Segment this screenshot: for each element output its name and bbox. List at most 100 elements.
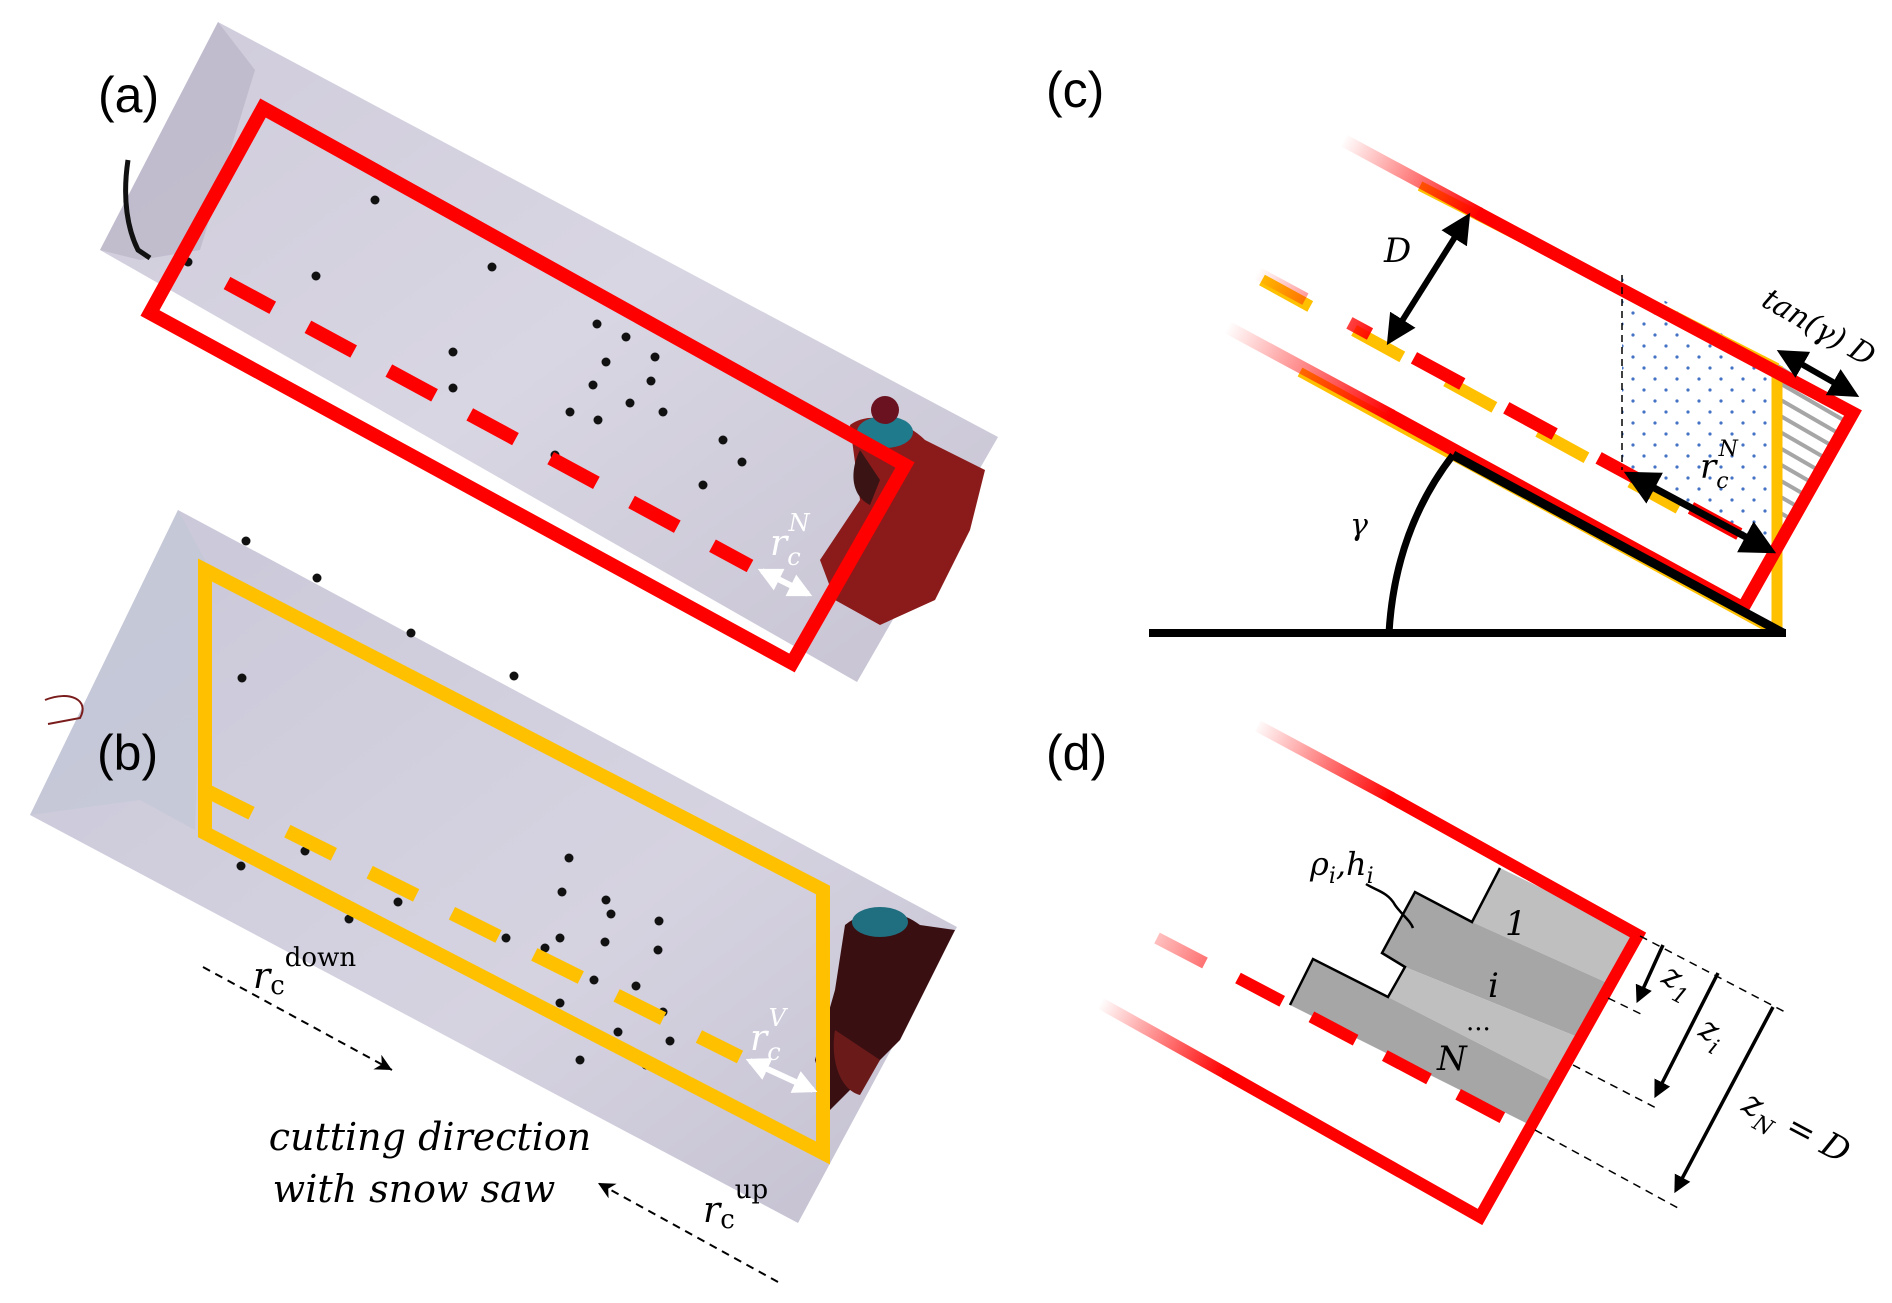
layer-label-1: 1 bbox=[1505, 904, 1527, 944]
rc-v-label-b: rcV bbox=[750, 1004, 789, 1066]
survey-dot bbox=[509, 671, 519, 681]
snow-photo-a bbox=[100, 22, 998, 682]
survey-dot bbox=[601, 895, 611, 905]
pit-wall-shade-b bbox=[30, 510, 205, 830]
offset-arrow-c bbox=[1776, 350, 1860, 397]
survey-dot bbox=[448, 347, 458, 357]
survey-dot bbox=[601, 357, 611, 367]
survey-dot bbox=[344, 914, 354, 924]
cord-b bbox=[44, 695, 84, 725]
depth-label-z1: z1 bbox=[1652, 955, 1702, 1011]
layer-band-i bbox=[1382, 892, 1612, 1040]
panel-d: (d) ρi,hi 1 i ... N z1 bbox=[1046, 720, 1857, 1226]
survey-dot bbox=[241, 536, 251, 546]
survey-dot bbox=[370, 195, 380, 205]
crack-path-dashed-b bbox=[201, 783, 744, 1064]
survey-dot bbox=[658, 407, 668, 417]
person-a bbox=[820, 396, 985, 625]
survey-dot bbox=[653, 945, 663, 955]
survey-dot bbox=[646, 376, 656, 386]
survey-dot bbox=[613, 1027, 623, 1037]
survey-dot bbox=[592, 319, 602, 329]
survey-dot bbox=[588, 380, 598, 390]
layer-label-ellipsis: ... bbox=[1466, 1007, 1491, 1037]
frame-d bbox=[1222, 791, 1647, 1226]
crack-dash-fade-d bbox=[1154, 932, 1208, 969]
cutting-direction-caption-line2: with snow saw bbox=[273, 1167, 556, 1211]
crack-length-arrow-b[interactable] bbox=[745, 1058, 818, 1093]
survey-dot bbox=[625, 398, 635, 408]
survey-dot bbox=[565, 407, 575, 417]
crack-length-arrow-a[interactable] bbox=[757, 568, 813, 597]
survey-dot bbox=[575, 1055, 585, 1065]
rc-up-label: rcup bbox=[703, 1175, 768, 1235]
normal-cut-top-fade-c bbox=[1339, 134, 1484, 220]
survey-dot bbox=[557, 887, 567, 897]
survey-dot bbox=[555, 933, 565, 943]
angle-label-gamma: γ bbox=[1350, 508, 1368, 543]
crack-path-dashed-a bbox=[223, 276, 754, 573]
slope-angle-arc bbox=[1385, 452, 1456, 634]
vertical-cut-frame bbox=[198, 558, 830, 1165]
rc-down-label: rcdown bbox=[253, 943, 356, 1001]
frame-bottom-fade-d bbox=[1097, 997, 1230, 1080]
vertical-cut-dash-c bbox=[1259, 274, 1703, 526]
slope-line bbox=[1450, 451, 1786, 637]
panel-b: rcV (b) rcdown rcup cutting direction wi… bbox=[30, 510, 957, 1283]
rc-n-label-c: rcN bbox=[1700, 437, 1739, 494]
survey-dot bbox=[540, 943, 550, 953]
survey-dot bbox=[718, 435, 728, 445]
cutting-direction-caption-line1: cutting direction bbox=[269, 1115, 592, 1159]
depth-arrow-z1 bbox=[1635, 944, 1665, 1004]
survey-dot bbox=[393, 897, 403, 907]
survey-dot bbox=[698, 480, 708, 490]
layer-label-i: i bbox=[1488, 966, 1499, 1006]
panel-label-c: (c) bbox=[1046, 62, 1104, 118]
panel-label-b: (b) bbox=[97, 725, 158, 781]
layer-props-label: ρi,hi bbox=[1309, 845, 1374, 889]
survey-dot bbox=[593, 415, 603, 425]
pit-cord-a bbox=[123, 159, 152, 261]
depth-label-c: D bbox=[1383, 231, 1411, 271]
survey-dot bbox=[564, 853, 574, 863]
rc-n-label-a: rcN bbox=[770, 509, 811, 571]
panel-a: rcN (a) bbox=[98, 22, 998, 682]
normal-cut-frame bbox=[140, 98, 915, 673]
crack-path-dashed-d bbox=[1235, 972, 1523, 1133]
survey-dot bbox=[665, 1036, 675, 1046]
frame-top-fade-d bbox=[1255, 720, 1395, 804]
survey-dot bbox=[236, 861, 246, 871]
panel-c: (c) γ D rcN tan(γ) D bbox=[1046, 62, 1881, 637]
survey-dot bbox=[312, 573, 322, 583]
survey-dot bbox=[311, 271, 321, 281]
pit-shadow-a bbox=[100, 22, 255, 260]
survey-dot bbox=[606, 909, 616, 919]
survey-dot bbox=[737, 457, 747, 467]
layer-band-1 bbox=[1472, 868, 1638, 985]
layer-label-N: N bbox=[1436, 1039, 1468, 1079]
normal-cut-bottom-fade-c bbox=[1223, 321, 1396, 422]
depth-ref-i bbox=[1572, 1064, 1661, 1111]
cut-down-arrow bbox=[202, 966, 393, 1071]
depth-label-zN: zN= D bbox=[1732, 1082, 1857, 1178]
depth-ref-N bbox=[1534, 1129, 1679, 1209]
normal-cut-dash-fade-c bbox=[1253, 267, 1374, 340]
layer-outline bbox=[1288, 867, 1502, 1006]
survey-dot bbox=[621, 332, 631, 342]
survey-dot bbox=[487, 262, 497, 272]
layer-band-dots bbox=[1388, 967, 1585, 1085]
crack-length-arrow-c bbox=[1623, 471, 1777, 554]
survey-dot bbox=[448, 383, 458, 393]
survey-dot bbox=[654, 916, 664, 926]
person-b bbox=[815, 907, 955, 1110]
survey-dot bbox=[406, 628, 416, 638]
survey-dot bbox=[631, 981, 641, 991]
panel-label-d: (d) bbox=[1046, 725, 1107, 781]
layer-props-leader bbox=[1365, 882, 1415, 929]
layer-band-N bbox=[1290, 959, 1560, 1125]
depth-arrow-c bbox=[1386, 212, 1471, 346]
depth-arrow-zN bbox=[1674, 1006, 1775, 1194]
survey-dot bbox=[650, 352, 660, 362]
layer-stack bbox=[1288, 867, 1638, 1125]
